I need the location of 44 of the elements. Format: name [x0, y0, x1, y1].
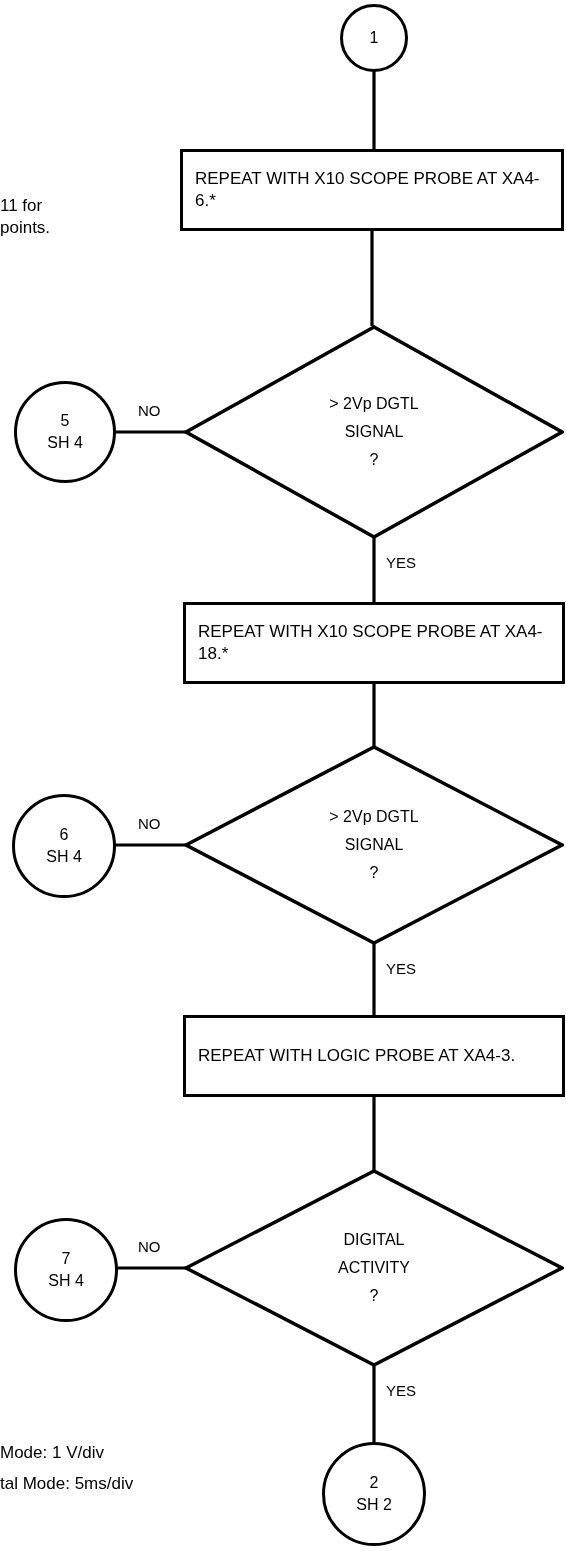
edge-label: NO	[138, 1238, 161, 1255]
connector-label: SH 2	[356, 1495, 392, 1515]
note-text: Mode: 1 V/div	[0, 1443, 104, 1463]
flow-line	[372, 944, 376, 1016]
note-text: 11 for	[0, 196, 43, 216]
connector-label: SH 4	[46, 847, 82, 867]
flow-line	[370, 230, 374, 326]
flow-line	[372, 71, 376, 150]
connector-label: SH 4	[47, 433, 83, 453]
flow-line	[372, 538, 376, 603]
connector-label: 7	[61, 1249, 71, 1270]
decision-text: ?	[368, 450, 380, 470]
flow-line	[115, 843, 186, 847]
edge-label: YES	[386, 960, 416, 977]
process-box	[183, 602, 565, 684]
decision-text: ?	[368, 1286, 380, 1306]
connector-label: 5	[60, 411, 70, 432]
flow-line	[372, 1366, 376, 1443]
connector-label: 2	[369, 1473, 379, 1494]
instruction-text: REPEAT WITH X10 SCOPE PROBE AT XA4-6.*	[195, 167, 541, 212]
edge-label: NO	[138, 402, 161, 419]
note-text: points.	[0, 218, 51, 238]
connector-label: SH 4	[48, 1271, 84, 1291]
process-box	[183, 1015, 565, 1097]
process-box	[180, 149, 564, 231]
note-text: tal Mode: 5ms/div	[0, 1474, 134, 1494]
flow-line	[115, 430, 186, 434]
decision-diamond	[184, 1169, 564, 1367]
instruction-text: REPEAT WITH LOGIC PROBE AT XA4-3.	[198, 1044, 516, 1067]
edge-label: YES	[386, 1382, 416, 1399]
decision-text: ?	[368, 863, 380, 883]
decision-text: > 2Vp DGTL SIGNAL	[328, 807, 420, 855]
flow-line	[117, 1266, 186, 1270]
connector-label: 1	[369, 28, 379, 49]
flow-line	[372, 1096, 376, 1170]
edge-label: YES	[386, 554, 416, 571]
edge-label: NO	[138, 815, 161, 832]
decision-text: > 2Vp DGTL SIGNAL	[328, 394, 420, 442]
connector-label: 6	[59, 825, 69, 846]
instruction-text: REPEAT WITH X10 SCOPE PROBE AT XA4-18.*	[198, 620, 544, 665]
decision-diamond	[184, 325, 564, 539]
flow-line	[372, 683, 376, 746]
decision-text: DIGITAL ACTIVITY	[337, 1230, 411, 1278]
decision-diamond	[184, 745, 564, 945]
